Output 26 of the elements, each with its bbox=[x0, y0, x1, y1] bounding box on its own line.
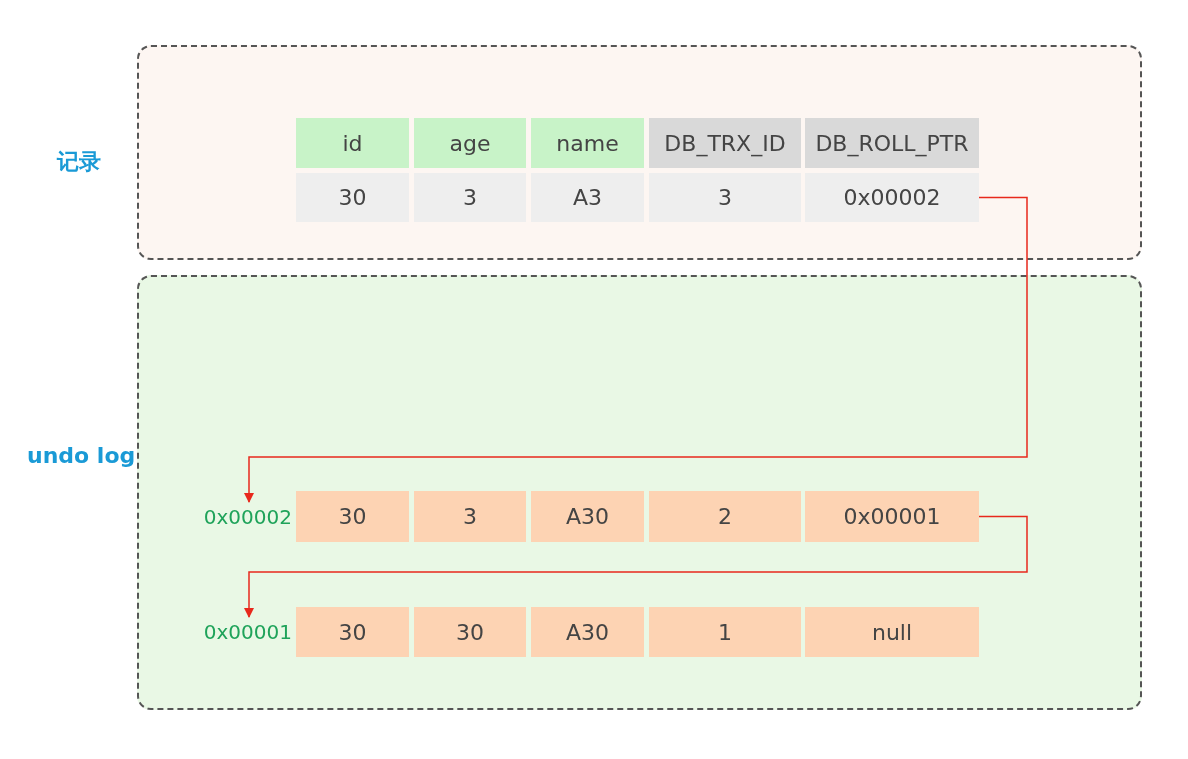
region-heading: undo log bbox=[27, 443, 136, 468]
table-cell: 3 bbox=[414, 491, 526, 542]
table-cell: 0x00002 bbox=[805, 173, 979, 222]
table-cell: null bbox=[805, 607, 979, 657]
table-cell: age bbox=[414, 118, 526, 168]
address-label: 0x00002 bbox=[182, 502, 292, 532]
table-cell: DB_ROLL_PTR bbox=[805, 118, 979, 168]
table-cell: DB_TRX_ID bbox=[649, 118, 801, 168]
table-cell: name bbox=[531, 118, 644, 168]
table-cell: 3 bbox=[414, 173, 526, 222]
address-label: 0x00001 bbox=[182, 617, 292, 647]
table-cell: A3 bbox=[531, 173, 644, 222]
table-cell: 30 bbox=[296, 491, 409, 542]
table-cell: A30 bbox=[531, 491, 644, 542]
table-cell: 30 bbox=[296, 607, 409, 657]
region-heading: 记录 bbox=[57, 148, 101, 176]
pointer-arrow bbox=[244, 196, 1028, 503]
table-cell: 2 bbox=[649, 491, 801, 542]
table-cell: A30 bbox=[531, 607, 644, 657]
pointer-arrow bbox=[244, 515, 1028, 618]
table-cell: 3 bbox=[649, 173, 801, 222]
table-cell: 30 bbox=[296, 173, 409, 222]
table-cell: id bbox=[296, 118, 409, 168]
table-cell: 1 bbox=[649, 607, 801, 657]
table-cell: 0x00001 bbox=[805, 491, 979, 542]
table-cell: 30 bbox=[414, 607, 526, 657]
